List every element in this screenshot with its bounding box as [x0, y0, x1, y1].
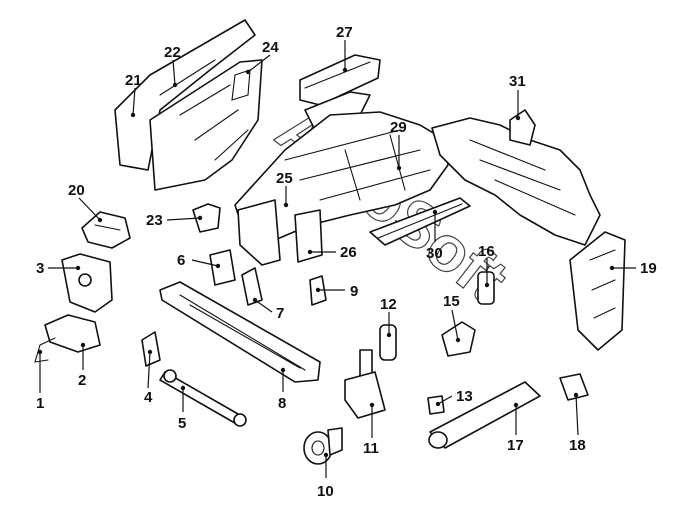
- callout-23: 23: [146, 212, 163, 229]
- part-cylinder-12: [379, 324, 397, 361]
- callout-labels: 1 2 3 4 5 6 7 8 9 10 11 12 13 15 16 17 1…: [36, 24, 657, 500]
- callout-5: 5: [178, 415, 186, 432]
- part-bumper-16: [477, 271, 495, 305]
- callout-26: 26: [340, 244, 357, 261]
- part-clip-13: [427, 395, 445, 415]
- part-bracket-23: [192, 203, 221, 233]
- callout-11: 11: [363, 440, 379, 457]
- part-beam-17: [428, 381, 541, 449]
- callout-20: 20: [68, 182, 85, 199]
- callout-7: 7: [276, 305, 284, 322]
- callout-29: 29: [390, 119, 407, 136]
- part-cowl-top: [299, 54, 381, 131]
- callout-8: 8: [278, 395, 286, 412]
- part-bracket-18: [559, 373, 589, 401]
- part-plate-3: [61, 253, 113, 313]
- callout-3: 3: [36, 260, 44, 277]
- callout-21: 21: [125, 72, 142, 89]
- part-front-frame-assembly: [234, 111, 449, 266]
- callout-17: 17: [507, 437, 524, 454]
- part-rod-5: [159, 369, 247, 427]
- callout-22: 22: [164, 44, 181, 61]
- callout-15: 15: [443, 293, 460, 310]
- callout-24: 24: [262, 39, 279, 56]
- part-bracket-2: [34, 314, 101, 363]
- callout-31: 31: [509, 73, 526, 90]
- callout-30: 30: [426, 245, 443, 262]
- callout-13: 13: [456, 388, 473, 405]
- callout-10: 10: [317, 483, 334, 500]
- part-bracket-4: [141, 331, 161, 367]
- part-bracket-20: [81, 211, 131, 249]
- callout-19: 19: [640, 260, 657, 277]
- callout-16: 16: [478, 243, 495, 260]
- callout-2: 2: [78, 372, 86, 389]
- part-fender-apron-left: [114, 19, 263, 191]
- part-bracket-6: [209, 249, 263, 306]
- callout-18: 18: [569, 437, 586, 454]
- callout-25: 25: [276, 170, 293, 187]
- part-side-member-rail: [369, 197, 471, 246]
- part-mount-10: [303, 427, 343, 465]
- callout-9: 9: [350, 283, 358, 300]
- callout-12: 12: [380, 296, 397, 313]
- callout-1: 1: [36, 395, 44, 412]
- part-radiator-support: [159, 281, 321, 383]
- callout-6: 6: [177, 252, 185, 269]
- part-dash-panel: [431, 109, 626, 351]
- callout-4: 4: [144, 389, 153, 406]
- callout-27: 27: [336, 24, 353, 41]
- leader-lines: [37, 40, 636, 478]
- part-housing-11: [344, 349, 386, 419]
